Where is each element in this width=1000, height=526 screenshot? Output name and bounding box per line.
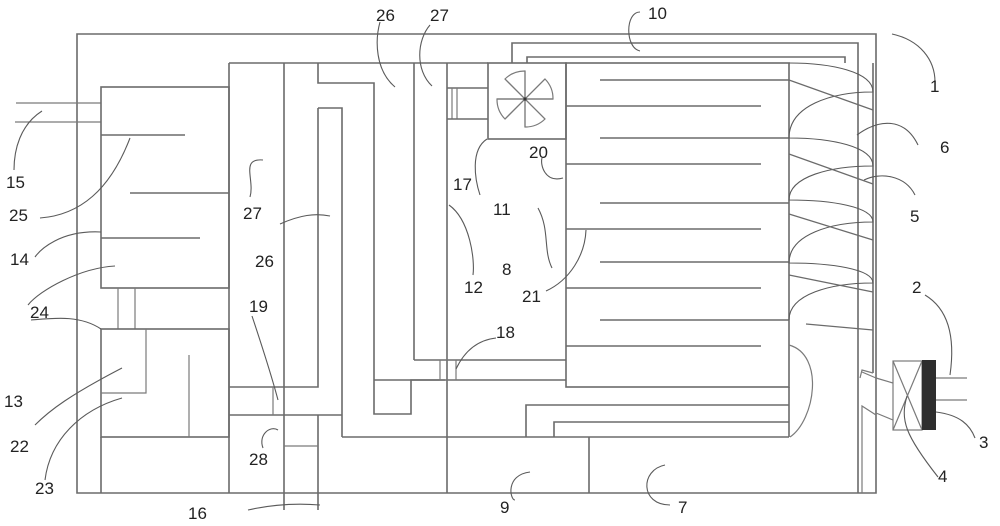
spiral-coil (788, 62, 877, 493)
label-6: 6 (940, 138, 949, 157)
label-7: 7 (678, 498, 687, 517)
coil-strip (788, 153, 874, 185)
reference-labels: 1 2 3 4 5 6 7 8 9 10 11 12 13 14 15 16 1… (4, 4, 988, 523)
label-16: 16 (188, 504, 207, 523)
label-23: 23 (35, 479, 54, 498)
label-18: 18 (496, 323, 515, 342)
label-12: 12 (464, 278, 483, 297)
exchanger-fins (566, 79, 789, 347)
label-28: 28 (249, 450, 268, 469)
block-connector (117, 288, 136, 329)
coil-strip (788, 274, 874, 293)
fan-box (487, 62, 567, 140)
label-20: 20 (529, 143, 548, 162)
label-9: 9 (500, 498, 509, 517)
label-27-left: 27 (243, 204, 262, 223)
inlet-pipe (15, 102, 101, 123)
label-14: 14 (10, 250, 29, 269)
label-25: 25 (9, 206, 28, 225)
left-walls (100, 62, 488, 493)
label-17: 17 (453, 175, 472, 194)
label-5: 5 (910, 207, 919, 226)
label-22: 22 (10, 437, 29, 456)
coil-strip (788, 79, 874, 111)
label-13: 13 (4, 392, 23, 411)
label-19: 19 (249, 297, 268, 316)
label-26-top: 26 (376, 6, 395, 25)
coil-strip (788, 213, 874, 241)
label-3: 3 (979, 433, 988, 452)
label-15: 15 (6, 173, 25, 192)
ducts (229, 63, 789, 510)
label-10: 10 (648, 4, 667, 23)
fan-icon (496, 70, 554, 128)
label-21: 21 (522, 287, 541, 306)
label-26-left: 26 (255, 252, 274, 271)
filter-frame (439, 87, 488, 381)
label-2: 2 (912, 278, 921, 297)
crosshatch-block (100, 86, 230, 289)
label-8: 8 (502, 260, 511, 279)
dark-block (922, 360, 936, 430)
hatched-block (100, 328, 230, 438)
bottom-trays (525, 387, 790, 493)
label-11: 11 (493, 200, 511, 219)
leader-lines (13, 11, 976, 511)
housing (76, 33, 877, 494)
label-24: 24 (30, 303, 49, 322)
heat-exchanger (565, 62, 790, 388)
label-4: 4 (938, 467, 947, 486)
valve-assembly (875, 360, 967, 431)
valve-x-icon (892, 360, 923, 431)
top-duct (511, 42, 859, 63)
coil-strip (805, 323, 874, 331)
label-1: 1 (930, 77, 939, 96)
label-27-top: 27 (430, 6, 449, 25)
